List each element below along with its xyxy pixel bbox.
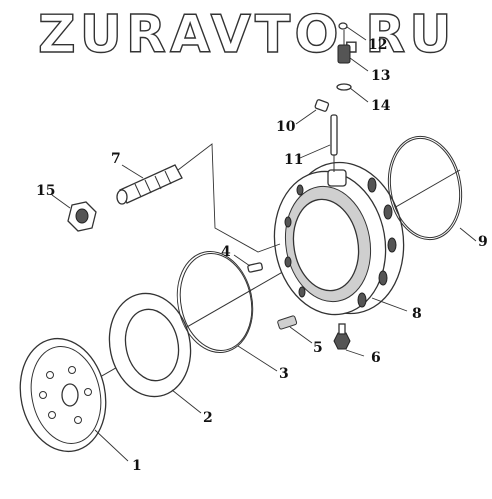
leader-4 (233, 254, 251, 267)
part-11-tube (330, 114, 338, 172)
part-14-washer (336, 83, 352, 91)
part-2-ring (108, 292, 192, 398)
leader-9 (459, 227, 477, 242)
leader-11 (299, 144, 331, 159)
callout-15: 15 (36, 183, 55, 199)
callout-7: 7 (111, 151, 121, 167)
leader-12 (346, 26, 367, 41)
callout-8: 8 (412, 306, 422, 322)
leader-7 (121, 164, 144, 179)
watermark-text: ZURAVTO.RU (38, 5, 455, 65)
part-13-fitting (337, 30, 351, 64)
part-9-oring (387, 135, 463, 241)
callout-3: 3 (279, 366, 289, 382)
leader-1 (94, 429, 129, 462)
callout-6: 6 (371, 350, 381, 366)
leader-2 (171, 389, 202, 414)
leader-13 (349, 57, 369, 72)
part-15-flange-nut (67, 201, 97, 232)
callout-11: 11 (284, 152, 303, 168)
part-12-cap (338, 22, 348, 30)
callout-5: 5 (313, 340, 323, 356)
leader-6 (345, 349, 365, 357)
leader-5 (289, 326, 313, 344)
part-1-disc (19, 337, 107, 453)
part-8-housing (273, 161, 405, 316)
leader-3 (237, 345, 278, 372)
callout-9: 9 (478, 234, 488, 250)
callout-14: 14 (371, 98, 391, 114)
leader-10 (295, 109, 317, 125)
part-5-spring (277, 315, 298, 330)
callout-1: 1 (132, 458, 142, 474)
leader-15 (51, 194, 71, 209)
part-4-pin (247, 262, 263, 273)
leader-14 (349, 87, 369, 103)
part-7-stud (116, 164, 183, 205)
callout-2: 2 (203, 410, 213, 426)
callout-4: 4 (221, 244, 231, 260)
callout-12: 12 (368, 37, 387, 53)
callout-10: 10 (276, 119, 296, 135)
part-6-nut (333, 323, 351, 350)
stud-guide-line (177, 143, 281, 253)
leader-8 (371, 297, 408, 312)
part-3-gasket (176, 251, 254, 353)
part-10-elbow (314, 99, 330, 112)
callout-13: 13 (371, 68, 390, 84)
